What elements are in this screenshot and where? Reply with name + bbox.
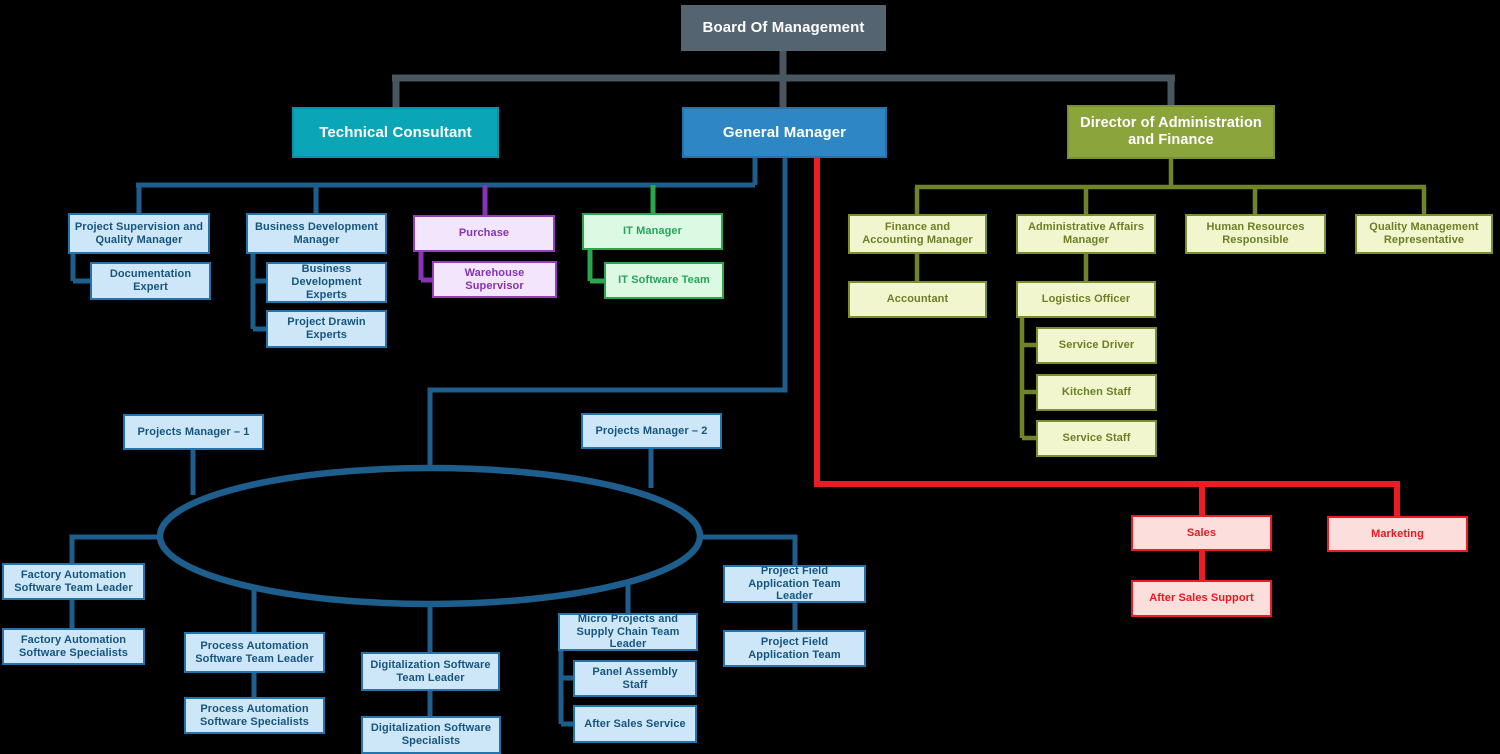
node-general-manager: General Manager xyxy=(682,107,887,158)
node-label: Process Automation Software Team Leader xyxy=(195,639,314,665)
node-quality-mgmt-rep: Quality Management Representative xyxy=(1355,214,1493,254)
node-label: Factory Automation Software Team Leader xyxy=(14,568,133,594)
node-project-drawin-experts: Project Drawin Experts xyxy=(266,310,387,348)
node-digitalization-software-specialists: Digitalization Software Specialists xyxy=(361,716,501,754)
node-factory-software-team-leader: Factory Automation Software Team Leader xyxy=(2,563,145,600)
sales-branch-line xyxy=(814,157,1400,581)
node-label: Micro Projects and Supply Chain Team Lea… xyxy=(576,612,680,651)
node-label: IT Manager xyxy=(622,225,683,238)
node-label: Purchase xyxy=(458,227,510,240)
node-service-staff: Service Staff xyxy=(1036,420,1157,457)
node-purchase: Purchase xyxy=(413,215,555,252)
node-project-supervision: Project Supervision and Quality Manager xyxy=(68,213,210,254)
node-marketing: Marketing xyxy=(1327,516,1468,552)
node-service-driver: Service Driver xyxy=(1036,327,1157,364)
node-label: Project Supervision and Quality Manager xyxy=(74,220,204,246)
node-label: Board Of Management xyxy=(702,19,865,37)
node-label: Business Development Experts xyxy=(291,263,362,301)
node-process-software-team-leader: Process Automation Software Team Leader xyxy=(184,632,325,673)
node-label: Service Staff xyxy=(1062,432,1131,445)
node-panel-assembly-staff: Panel Assembly Staff xyxy=(573,660,697,697)
director-branch-line xyxy=(914,159,1427,441)
node-label: Accountant xyxy=(886,293,949,306)
node-digitalization-software-team-leader: Digitalization Software Team Leader xyxy=(361,652,500,691)
node-it-software-team: IT Software Team xyxy=(604,262,724,299)
node-label: Kitchen Staff xyxy=(1061,386,1132,399)
purchase-branch-line xyxy=(418,185,488,283)
node-label: Project Field Application Team xyxy=(748,635,841,661)
gm-left-branch-line xyxy=(70,157,758,332)
it-branch-line xyxy=(587,185,656,284)
node-project-field-application-team: Project Field Application Team xyxy=(723,630,866,667)
node-director-admin-finance: Director of Administration and Finance xyxy=(1067,105,1275,159)
node-factory-software-specialists: Factory Automation Software Specialists xyxy=(2,628,145,665)
node-label: Technical Consultant xyxy=(319,123,472,141)
node-hr-responsible: Human Resources Responsible xyxy=(1185,214,1326,254)
node-finance-accounting-manager: Finance and Accounting Manager xyxy=(848,214,987,254)
node-business-dev-experts: Business Development Experts xyxy=(266,262,387,303)
node-warehouse-supervisor: Warehouse Supervisor xyxy=(432,261,557,298)
node-label: IT Software Team xyxy=(618,274,710,287)
node-label: Digitalization Software Team Leader xyxy=(370,658,491,684)
node-label: Factory Automation Software Specialists xyxy=(19,633,128,659)
node-project-field-application-team-leader: Project Field Application Team Leader xyxy=(723,565,866,603)
node-label: Business Development Manager xyxy=(254,220,379,246)
node-label: Director of Administration and Finance xyxy=(1080,114,1262,148)
node-label: Finance and Accounting Manager xyxy=(862,221,973,246)
node-label: Projects Manager – 2 xyxy=(595,424,708,437)
node-documentation-expert: Documentation Expert xyxy=(90,262,211,300)
node-after-sales-service: After Sales Service xyxy=(573,705,697,743)
node-label: Project Drawin Experts xyxy=(287,316,366,341)
node-label: Projects Manager – 1 xyxy=(137,425,250,438)
node-after-sales-support: After Sales Support xyxy=(1131,580,1272,617)
node-business-dev-manager: Business Development Manager xyxy=(246,213,387,254)
node-projects-manager-1: Projects Manager – 1 xyxy=(123,414,264,450)
node-label: Logistics Officer xyxy=(1041,293,1131,306)
node-logistics-officer: Logistics Officer xyxy=(1016,281,1156,318)
node-label: Panel Assembly Staff xyxy=(592,665,678,691)
node-label: Sales xyxy=(1186,526,1217,539)
projects-team-ellipse xyxy=(156,464,704,608)
node-label: Warehouse Supervisor xyxy=(464,266,525,292)
node-board-of-management: Board Of Management xyxy=(681,5,886,51)
node-label: Project Field Application Team Leader xyxy=(748,564,841,603)
node-label: General Manager xyxy=(722,123,847,141)
node-micro-projects-team-leader: Micro Projects and Supply Chain Team Lea… xyxy=(558,613,698,651)
node-label: Documentation Expert xyxy=(109,268,192,293)
node-label: Service Driver xyxy=(1058,339,1135,352)
node-label: Quality Management Representative xyxy=(1369,221,1479,246)
node-kitchen-staff: Kitchen Staff xyxy=(1036,374,1157,411)
node-process-software-specialists: Process Automation Software Specialists xyxy=(184,697,325,734)
node-label: After Sales Support xyxy=(1149,592,1254,605)
node-projects-manager-2: Projects Manager – 2 xyxy=(581,413,722,449)
node-label: Digitalization Software Specialists xyxy=(370,722,492,747)
node-it-manager: IT Manager xyxy=(582,213,723,250)
node-accountant: Accountant xyxy=(848,281,987,318)
node-admin-affairs-manager: Administrative Affairs Manager xyxy=(1016,214,1156,254)
node-label: Marketing xyxy=(1371,527,1424,540)
node-sales: Sales xyxy=(1131,515,1272,551)
node-technical-consultant: Technical Consultant xyxy=(292,107,499,158)
node-label: Process Automation Software Specialists xyxy=(200,702,309,728)
node-label: Human Resources Responsible xyxy=(1206,221,1305,246)
node-label: Administrative Affairs Manager xyxy=(1027,221,1145,246)
root-branch-line xyxy=(392,51,1175,108)
projects-branch-line xyxy=(69,157,798,727)
node-label: After Sales Service xyxy=(584,717,686,730)
